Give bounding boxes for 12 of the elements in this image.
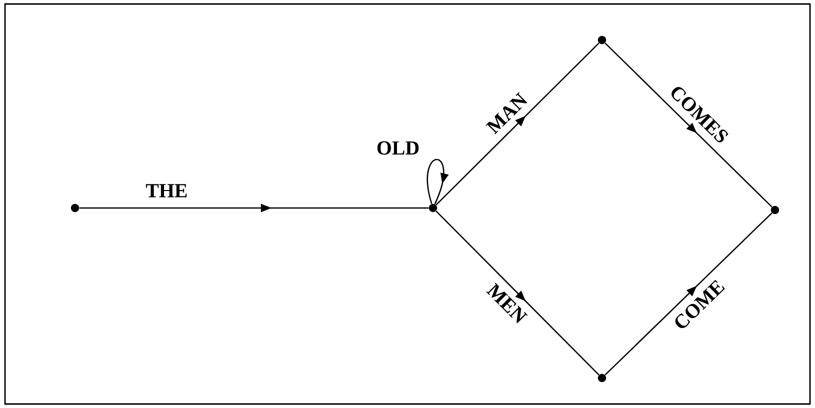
arrow — [436, 210, 600, 376]
state-dot — [428, 204, 438, 212]
arrow — [426, 158, 449, 204]
arrow — [604, 212, 772, 376]
state-dot — [598, 36, 606, 44]
state-dot — [70, 204, 80, 212]
edge-label: OLD — [377, 141, 419, 155]
edge-label: THE — [146, 184, 187, 198]
state-dot — [770, 206, 780, 214]
state-dot — [598, 374, 606, 382]
arrow — [436, 42, 600, 206]
arrow — [604, 42, 772, 208]
